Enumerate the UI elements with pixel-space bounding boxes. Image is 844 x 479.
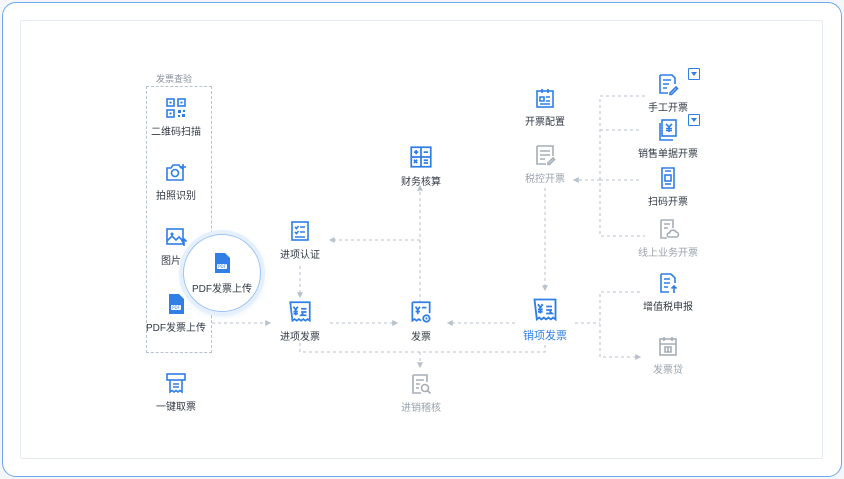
invoice-loan-label: 发票贷 (653, 365, 683, 376)
sales-doc-dropdown-icon[interactable] (688, 114, 700, 126)
svg-text:PDF: PDF (218, 264, 226, 269)
manual-issue-label: 手工开票 (648, 103, 688, 114)
invoice-loan-icon (659, 337, 677, 356)
pdf-upload-hover-bubble[interactable]: PDF PDF发票上传 (183, 234, 261, 312)
receipt-icon (166, 373, 186, 394)
photo-recognition-node[interactable]: 拍照识别 (116, 160, 236, 202)
checklist-icon (291, 221, 309, 241)
manual-issue-node[interactable]: 手工开票 (608, 72, 728, 114)
invoice-check-title: 发票查验 (156, 74, 193, 84)
sales-doc-label: 销售单据开票 (638, 149, 698, 160)
image-upload-label: 图片上 (161, 256, 191, 267)
input-invoice-icon (289, 301, 311, 323)
manual-edit-icon (659, 74, 679, 96)
online-business-issue-label: 线上业务开票 (638, 248, 698, 259)
image-upload-node[interactable]: 图片上 (116, 225, 236, 267)
invoice-check-group (146, 86, 212, 353)
issue-config-label: 开票配置 (525, 117, 565, 128)
pdf-file-icon: PDF (215, 253, 230, 273)
one-click-fetch-node[interactable]: 一键取票 (116, 371, 236, 413)
cloud-document-icon (660, 219, 680, 239)
finance-accounting-label: 财务核算 (401, 177, 441, 188)
invoice-label: 发票 (411, 332, 431, 343)
tax-control-icon (536, 145, 556, 166)
input-auth-label: 进项认证 (280, 250, 320, 261)
manual-issue-dropdown-icon[interactable] (688, 68, 700, 80)
audit-label: 进销稽核 (401, 403, 441, 414)
qrcode-scan-label: 二维码扫描 (151, 127, 201, 138)
invoice-gear-icon (411, 301, 431, 323)
one-click-fetch-label: 一键取票 (156, 402, 196, 413)
output-invoice-node[interactable]: 销项发票 (485, 296, 605, 343)
vat-declare-icon (660, 273, 678, 293)
issue-config-node[interactable]: 开票配置 (485, 86, 605, 128)
input-invoice-label: 进项发票 (280, 332, 320, 343)
invoice-node[interactable]: 发票 (361, 299, 481, 343)
input-invoice-node[interactable]: 进项发票 (240, 299, 360, 343)
image-upload-icon (166, 228, 188, 246)
input-auth-node[interactable]: 进项认证 (240, 219, 360, 261)
vat-declare-label: 增值税申报 (643, 302, 693, 313)
vat-declare-node[interactable]: 增值税申报 (608, 271, 728, 313)
sales-doc-icon (659, 119, 677, 141)
pdf-upload-label: PDF发票上传 (146, 323, 206, 334)
calculator-icon (410, 146, 432, 168)
camera-icon (166, 164, 186, 181)
scan-code-issue-node[interactable]: 扫码开票 (608, 166, 728, 208)
pdf-upload-node[interactable]: PDF PDF发票上传 (116, 292, 236, 334)
svg-text:PDF: PDF (172, 305, 180, 310)
audit-node[interactable]: 进销稽核 (361, 372, 481, 414)
output-invoice-icon (533, 298, 557, 322)
scan-code-icon (661, 167, 675, 189)
config-icon (536, 89, 554, 108)
audit-search-icon (412, 374, 432, 395)
tax-control-node[interactable]: 税控开票 (485, 143, 605, 185)
pdf-bubble-label: PDF发票上传 (192, 284, 252, 295)
qrcode-scan-node[interactable]: 二维码扫描 (116, 96, 236, 138)
output-invoice-label: 销项发票 (523, 330, 567, 342)
online-business-issue-node[interactable]: 线上业务开票 (608, 217, 728, 259)
pdf-file-icon: PDF (169, 294, 184, 314)
photo-recognition-label: 拍照识别 (156, 191, 196, 202)
invoice-loan-node[interactable]: 发票贷 (608, 334, 728, 376)
scan-code-issue-label: 扫码开票 (648, 197, 688, 208)
tax-control-label: 税控开票 (525, 174, 565, 185)
sales-doc-node[interactable]: 销售单据开票 (608, 118, 728, 160)
finance-accounting-node[interactable]: 财务核算 (361, 144, 481, 188)
qrcode-icon (166, 98, 186, 118)
